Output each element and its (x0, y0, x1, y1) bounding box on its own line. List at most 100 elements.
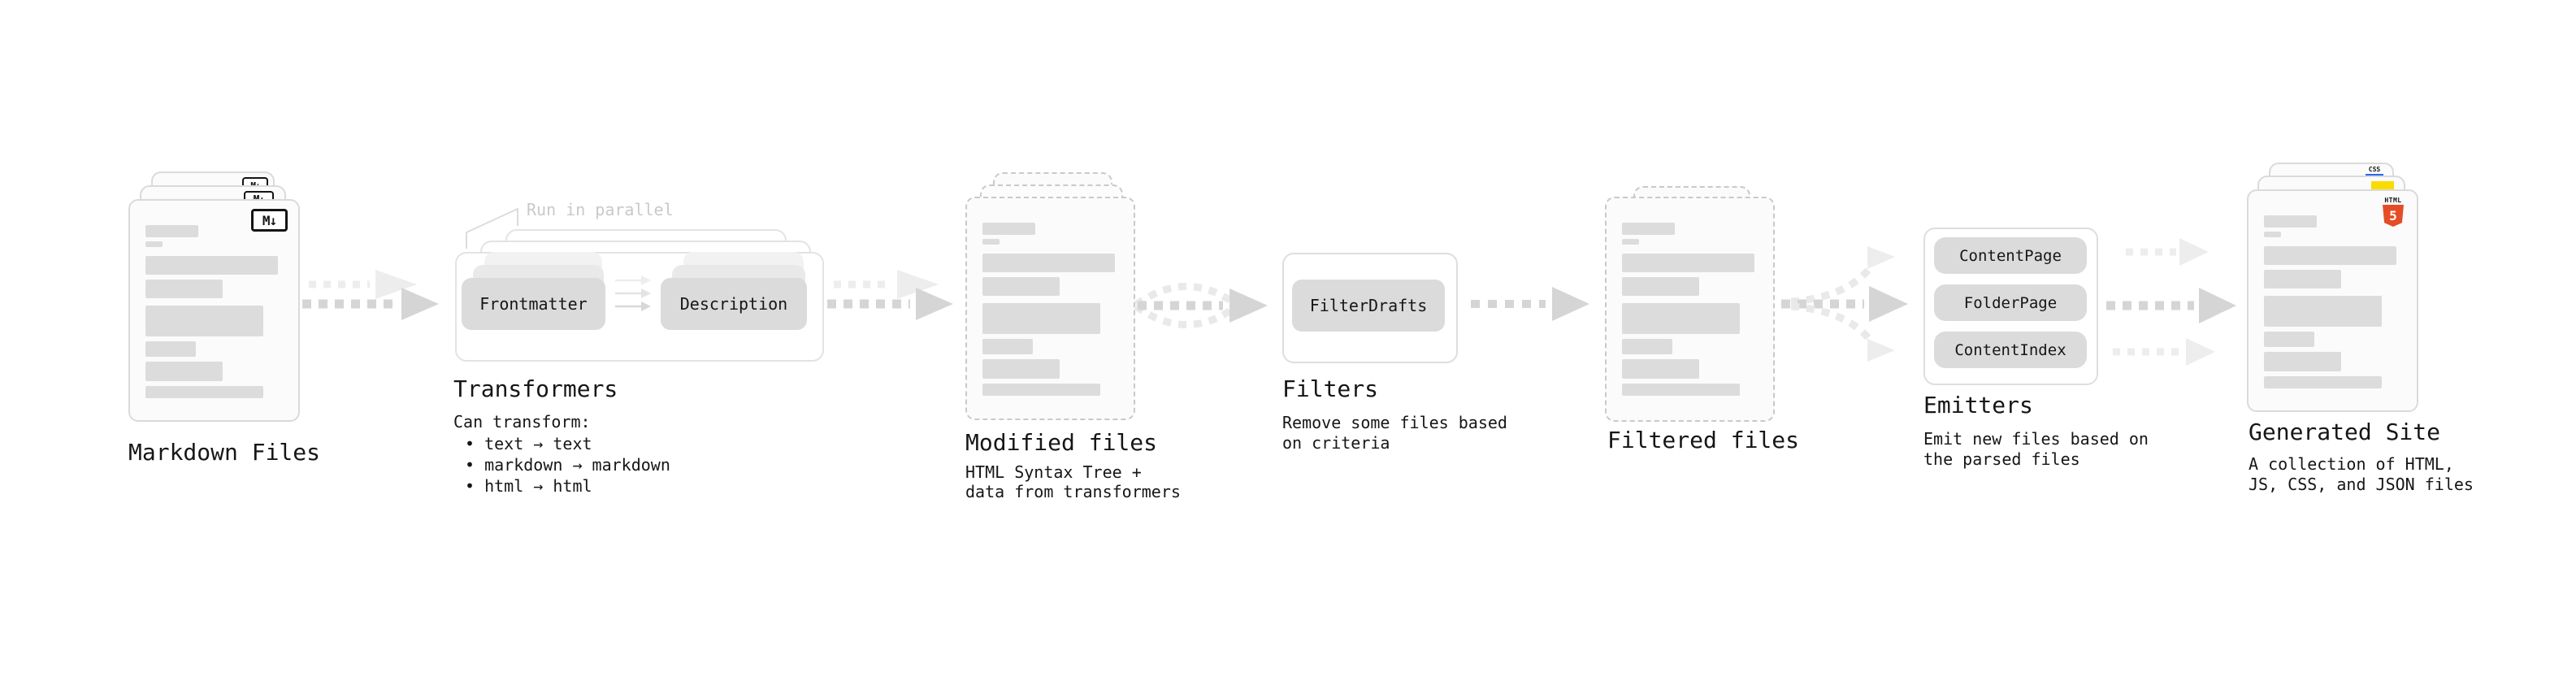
stage-title-emitters: Emitters (1923, 392, 2033, 419)
html5-icon-label: HTML (2384, 197, 2402, 204)
stage-title-filtered-files: Filtered files (1607, 427, 1800, 453)
text-placeholder-bar (982, 339, 1033, 354)
frontmatter-pill-ghost (473, 265, 604, 315)
generated-file-card-front: HTML 5 (2247, 189, 2418, 412)
contentpage-pill: ContentPage (1934, 237, 2087, 274)
emitters-frame (1923, 228, 2098, 385)
text-placeholder-bar (2264, 376, 2382, 388)
arrow-filters-to-filtered (1471, 287, 1589, 321)
text-placeholder-bar (2264, 352, 2341, 371)
text-placeholder-bar (1622, 339, 1672, 354)
filtered-file-card-front (1605, 197, 1775, 422)
text-placeholder-bar (2264, 296, 2382, 327)
markdown-icon: M↓ (251, 209, 288, 232)
text-placeholder-bar (145, 225, 198, 237)
generated-site-caption-line: A collection of HTML, (2249, 454, 2454, 474)
text-placeholder-bar (2264, 215, 2317, 228)
markdown-file-card-middle: M↓ (140, 185, 286, 278)
stage-title-generated-site: Generated Site (2249, 419, 2441, 445)
css-icon-bar (2366, 174, 2383, 177)
text-placeholder-bar (2264, 246, 2396, 265)
arrow-transformers-to-modified (827, 270, 953, 320)
modified-files-caption-line: HTML Syntax Tree + (965, 462, 1142, 482)
text-placeholder-bar (982, 359, 1060, 379)
modified-file-card-front (965, 197, 1135, 420)
transformers-caption-line: Can transform: (453, 412, 591, 432)
text-placeholder-bar (1622, 254, 1754, 272)
markdown-file-card-back: M↓ (151, 171, 275, 264)
frontmatter-pill: Frontmatter (462, 278, 605, 330)
text-placeholder-bar (1622, 303, 1740, 334)
stage-title-markdown-files: Markdown Files (128, 439, 321, 466)
transformers-caption-line: • html → html (465, 476, 592, 496)
text-placeholder-bar (1622, 359, 1699, 379)
text-placeholder-bar (145, 256, 278, 275)
text-placeholder-bar (145, 341, 196, 357)
text-placeholder-bar (1622, 239, 1639, 245)
modified-file-card-middle (980, 184, 1123, 277)
text-placeholder-bar (982, 277, 1060, 296)
text-placeholder-bar (982, 223, 1035, 235)
frontmatter-pill-ghost (484, 252, 602, 301)
text-placeholder-bar (1622, 223, 1675, 235)
transformer-frame-front (455, 252, 824, 362)
text-placeholder-bar (2264, 270, 2341, 288)
stage-title-filters: Filters (1282, 375, 1379, 402)
text-placeholder-bar (2264, 232, 2281, 237)
transformers-caption-line: • markdown → markdown (465, 455, 670, 475)
text-placeholder-bar (145, 362, 223, 381)
html5-icon-shield: 5 (2383, 205, 2404, 227)
html5-icon-number: 5 (2389, 208, 2397, 223)
markdown-file-card-front: M↓ (128, 199, 300, 422)
filterdrafts-pill: FilterDrafts (1292, 280, 1445, 332)
generated-file-card-back: CSS (2269, 163, 2394, 255)
folderpage-pill: FolderPage (1934, 284, 2087, 321)
arrow-markdown-to-transformers (302, 270, 439, 320)
filtered-file-card-back (1633, 186, 1750, 279)
parallel-arrows-frontmatter-to-description (615, 275, 651, 311)
filters-frame (1282, 253, 1458, 363)
text-placeholder-bar (145, 241, 163, 247)
text-placeholder-bar (145, 386, 263, 398)
transformer-frame-back (505, 229, 787, 339)
filters-caption-line: Remove some files based (1282, 413, 1507, 432)
css-icon: CSS (2363, 167, 2386, 177)
arrow-filtered-to-emitters-fork (1781, 246, 1908, 362)
stage-title-transformers: Transformers (453, 375, 618, 402)
arrow-modified-to-filters (1134, 283, 1268, 328)
text-placeholder-bar (982, 254, 1115, 272)
transformer-frame-middle (480, 241, 811, 350)
text-placeholder-bar (982, 303, 1100, 334)
text-placeholder-bar (145, 280, 223, 298)
modified-files-caption-line: data from transformers (965, 482, 1181, 501)
description-pill: Description (661, 278, 807, 330)
contentindex-pill: ContentIndex (1934, 332, 2087, 368)
text-placeholder-bar (145, 306, 263, 336)
css-icon-label: CSS (2368, 166, 2381, 173)
text-placeholder-bar (982, 384, 1100, 396)
text-placeholder-bar (1622, 384, 1740, 396)
text-placeholder-bar (1622, 277, 1699, 296)
run-in-parallel-callout-line (466, 207, 518, 249)
text-placeholder-bar (2264, 332, 2314, 347)
modified-file-card-back (993, 172, 1112, 265)
filters-caption-line: on criteria (1282, 433, 1390, 453)
transformers-caption-line: • text → text (465, 434, 592, 453)
run-in-parallel-label: Run in parallel (527, 200, 674, 219)
description-pill-ghost (683, 252, 804, 301)
description-pill-ghost (672, 265, 805, 315)
text-placeholder-bar (982, 239, 1000, 245)
markdown-icon: M↓ (242, 177, 268, 193)
generated-site-caption-line: JS, CSS, and JSON files (2249, 475, 2474, 494)
javascript-icon (2371, 181, 2394, 193)
arrows-emitters-to-generated (2106, 238, 2236, 366)
stage-title-modified-files: Modified files (965, 429, 1158, 456)
emitters-caption-line: Emit new files based on (1923, 429, 2149, 449)
